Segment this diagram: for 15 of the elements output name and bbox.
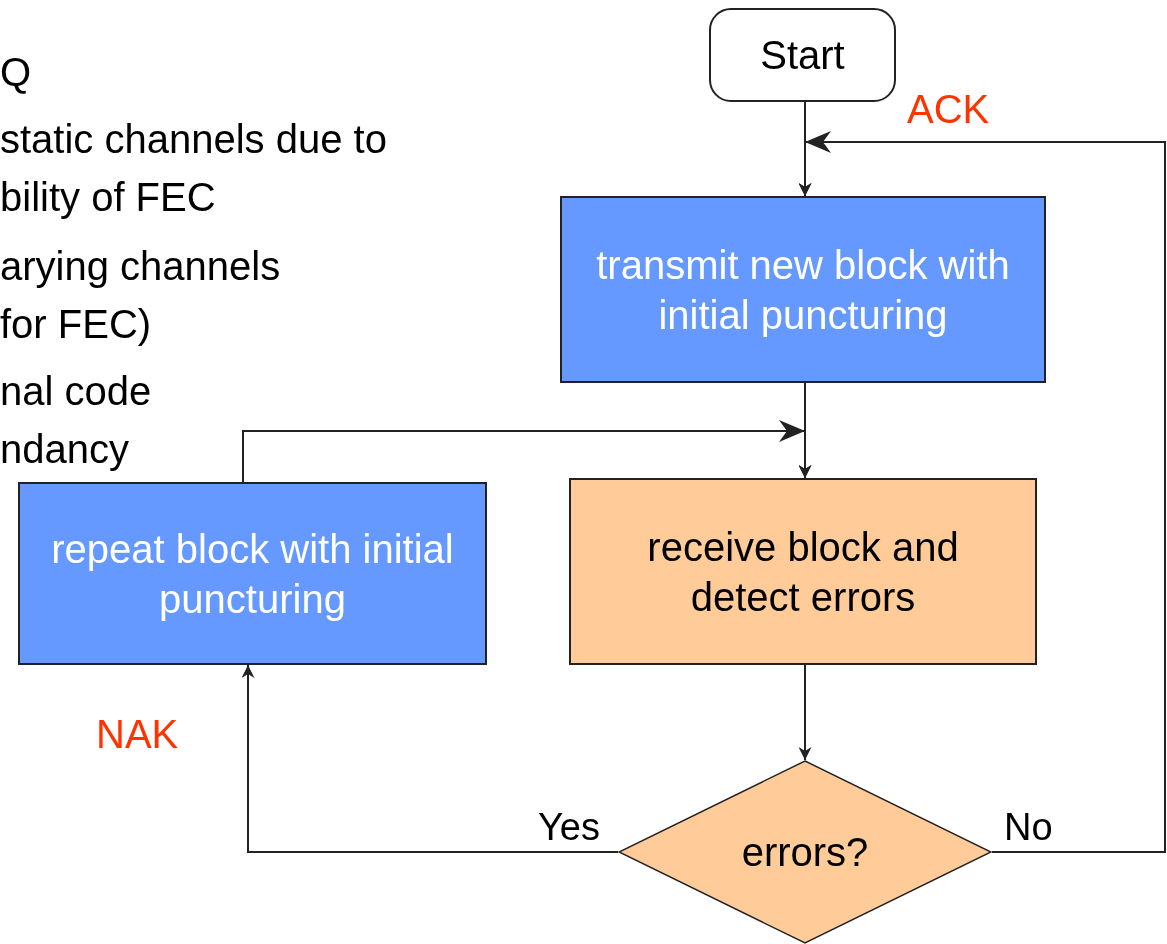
decision-diamond [618, 760, 992, 944]
ack-label: ACK [907, 86, 991, 133]
bullet-text: arying channels for FEC) [0, 243, 282, 348]
process-box [18, 482, 487, 665]
nak-label: NAK [96, 711, 180, 758]
decision-label: errors? [740, 829, 870, 876]
start-terminal [709, 8, 896, 102]
bullet-text: Q [0, 49, 33, 96]
process-label: transmit new block with initial puncturing [595, 241, 1011, 339]
process-box [569, 478, 1037, 665]
terminal-label: Start [759, 32, 846, 79]
bullet-text: nal code ndancy [0, 368, 153, 473]
process-label: receive block and detect errors [646, 523, 960, 621]
process-box [560, 196, 1046, 383]
process-label: repeat block with initial puncturing [50, 525, 455, 623]
